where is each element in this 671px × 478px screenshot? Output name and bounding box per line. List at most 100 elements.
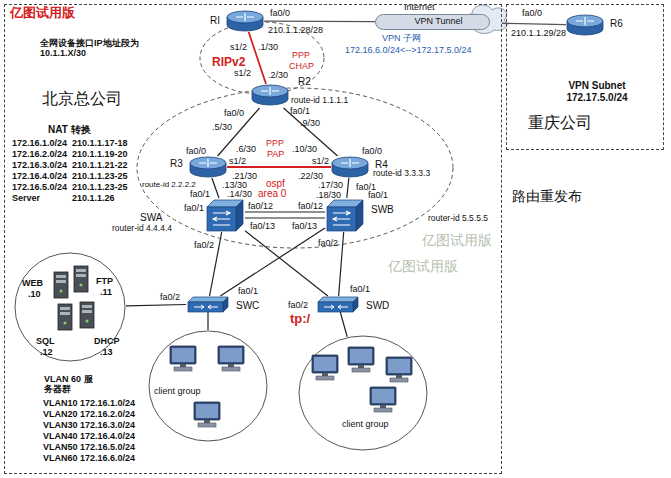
pc-monitor (386, 357, 412, 375)
node-label: router-id 5.5.5.5 (428, 214, 488, 224)
link-stroke (220, 228, 325, 296)
link-line (340, 312, 347, 337)
table-heading: NAT 转换 (48, 124, 91, 136)
interface-label: fa0/2 (160, 292, 180, 302)
link-stroke (245, 217, 325, 218)
node-label: VPN Tunnel (375, 16, 502, 26)
interface-label: fa0/12 (248, 201, 273, 211)
pc-screen (314, 357, 336, 371)
switch-arrows (333, 211, 350, 225)
interface-label: 210.1.1.28/28 (268, 25, 323, 35)
watermark: tp:/ (290, 312, 310, 327)
node-label: SQL (36, 336, 55, 346)
protocol-label: ospf (266, 178, 285, 190)
interface-label: 210.1.1.26 (72, 193, 115, 203)
link-stroke (249, 32, 266, 84)
interface-label: .17/30 (318, 180, 343, 190)
interface-label: .1/30 (258, 42, 278, 52)
interface-label: fa0/1 (184, 203, 204, 213)
switch-arrows (324, 305, 348, 309)
switch-side (353, 297, 358, 312)
server-bay (60, 312, 70, 315)
pc-monitor (170, 346, 196, 364)
server-led (60, 290, 63, 293)
server-tower (58, 304, 72, 330)
router-arrows (576, 17, 594, 25)
pc-monitor (348, 347, 374, 365)
link-line (220, 228, 325, 296)
link-stroke (340, 312, 347, 337)
interface-label: PPP (292, 50, 310, 60)
interface-label: VLAN30 172.16.3.0/24 (43, 420, 135, 430)
pc-stand (322, 373, 328, 376)
watermark: 亿图试用版 (422, 232, 492, 248)
interface-label: 210.1.1.29/28 (511, 28, 566, 38)
vpn-tunnel: VPN Tunnel (375, 14, 502, 30)
pc-screen (196, 404, 218, 418)
link-stroke (212, 178, 219, 198)
interface-label: VLAN20 172.16.2.0/24 (43, 409, 135, 419)
router-top (252, 85, 288, 97)
link-stroke (227, 166, 331, 168)
ospf-area-outline (137, 88, 453, 248)
switch-icon (186, 296, 230, 312)
server-bay (56, 280, 66, 283)
pc-base (222, 367, 240, 371)
interface-label: Internet (404, 2, 435, 12)
link-stroke (207, 312, 208, 330)
node-label: SWB (371, 204, 394, 216)
link-line (339, 232, 344, 296)
router-icon (189, 156, 227, 178)
pc-stand (228, 364, 234, 367)
server-tower (74, 266, 88, 292)
interface-label: fa0/1 (368, 190, 388, 200)
switch-top (318, 297, 358, 302)
interface-label: VLAN60 172.16.6.0/24 (43, 453, 135, 463)
node-label: R6 (610, 18, 623, 30)
pc-base (374, 408, 392, 412)
rip-area-outline (200, 22, 324, 94)
pc-monitor (370, 387, 396, 405)
router-arrows (261, 87, 279, 95)
node-label: SWD (366, 300, 389, 312)
group-title: VLAN 60 服务器群 (44, 374, 94, 395)
interface-label: s1/2 (229, 156, 246, 166)
server-bay (76, 269, 86, 272)
l3switch-icon (325, 198, 365, 232)
interface-label: 172.16.3.0/24 (12, 160, 67, 170)
access-switch: SWC (186, 296, 230, 312)
note: 全网设备接口IP地址段为 10.1.1.X/30 (40, 38, 158, 59)
l3switch-icon (205, 198, 245, 232)
interface-label: .18/30 (316, 190, 341, 200)
interface-label: .21/30 (232, 171, 257, 181)
server-bay (56, 275, 66, 278)
link-line (126, 304, 186, 305)
server-led (80, 284, 83, 287)
node-label: route-id 2.2.2.2 (142, 180, 196, 189)
interface-label: fa0/0 (224, 108, 244, 118)
link-line (347, 178, 349, 198)
interface-label: Server (12, 193, 40, 203)
node-label: route-id 1.1.1.1 (291, 96, 348, 106)
subnet-label: VPN Subnet 172.17.5.0/24 (545, 80, 649, 103)
interface-label: 210.1.1.23-25 (72, 171, 128, 181)
server-bay (76, 274, 86, 277)
link-stroke (126, 304, 186, 305)
link-stroke (347, 178, 349, 198)
note: 路由重发布 (512, 188, 582, 204)
interface-label: fa0/0 (270, 8, 290, 18)
router-arrows (236, 13, 254, 21)
interface-label: fa0/13 (292, 221, 317, 231)
group-outline (299, 336, 427, 450)
pc-screen (388, 359, 410, 373)
router-icon (331, 156, 369, 178)
pc-screen (350, 349, 372, 363)
switch-front (327, 207, 356, 231)
interface-label: fa0/2 (318, 238, 338, 248)
interface-label: fa0/0 (522, 8, 542, 18)
interface-label: .5/30 (212, 122, 232, 132)
router-top (190, 157, 226, 169)
switch-side (236, 200, 243, 231)
interface-label: VPN 子网 (382, 33, 421, 43)
